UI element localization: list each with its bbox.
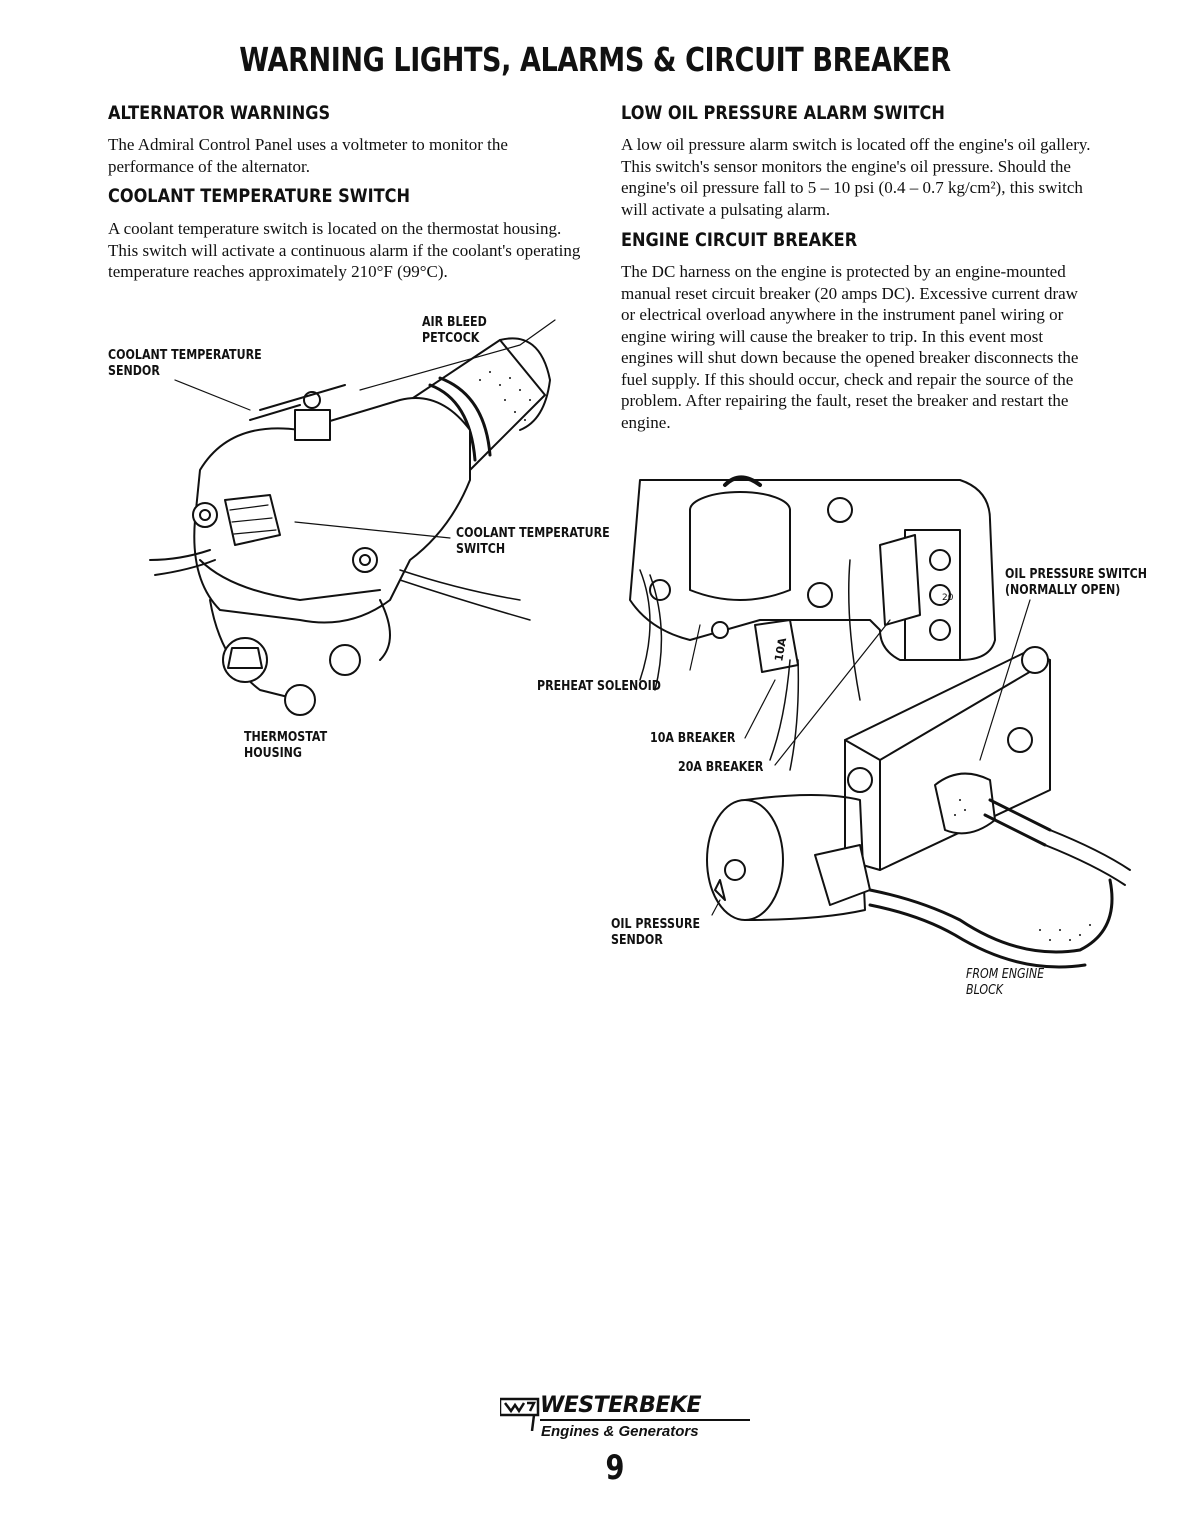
- low-oil-heading: LOW OIL PRESSURE ALARM SWITCH: [621, 102, 945, 124]
- coolant-heading: COOLANT TEMPERATURE SWITCH: [108, 185, 410, 207]
- footer-brand: WESTERBEKE: [540, 1393, 702, 1418]
- breaker-assembly-illustration: [629, 475, 1131, 969]
- label-oil-pressure-switch: OIL PRESSURE SWITCH (NORMALLY OPEN): [1005, 567, 1148, 598]
- label-20a-breaker: 20A BREAKER: [678, 760, 764, 775]
- tag-10a: 10A: [772, 636, 789, 662]
- label-10a-breaker: 10A BREAKER: [650, 731, 736, 746]
- stipple-shading: [479, 371, 1091, 941]
- tag-20: 20: [942, 593, 954, 603]
- page-number: 9: [605, 1448, 625, 1488]
- alternator-body: The Admiral Control Panel uses a voltmet…: [108, 135, 508, 176]
- footer-rule: [540, 1419, 750, 1421]
- low-oil-body: A low oil pressure alarm switch is locat…: [621, 135, 1091, 219]
- label-preheat-solenoid: PREHEAT SOLENOID: [537, 679, 661, 694]
- label-coolant-temp-switch: COOLANT TEMPERATURE SWITCH: [456, 526, 610, 557]
- breaker-body: The DC harness on the engine is protecte…: [621, 262, 1079, 432]
- label-coolant-temp-sendor: COOLANT TEMPERATURE SENDOR: [108, 348, 262, 379]
- page-title: WARNING LIGHTS, ALARMS & CIRCUIT BREAKER: [239, 40, 951, 79]
- breaker-heading: ENGINE CIRCUIT BREAKER: [621, 229, 858, 251]
- alternator-heading: ALTERNATOR WARNINGS: [108, 102, 331, 124]
- label-air-bleed-petcock: AIR BLEED PETCOCK: [422, 315, 487, 346]
- thermostat-housing-illustration: [149, 337, 551, 716]
- label-from-engine-block: FROM ENGINE BLOCK: [966, 967, 1045, 998]
- label-thermostat-housing: THERMOSTAT HOUSING: [244, 730, 328, 761]
- label-oil-pressure-sendor: OIL PRESSURE SENDOR: [611, 917, 701, 948]
- coolant-body: A coolant temperature switch is located …: [108, 219, 581, 281]
- footer-tagline: Engines & Generators: [541, 1423, 699, 1440]
- westerbeke-logo-icon: [500, 1397, 540, 1431]
